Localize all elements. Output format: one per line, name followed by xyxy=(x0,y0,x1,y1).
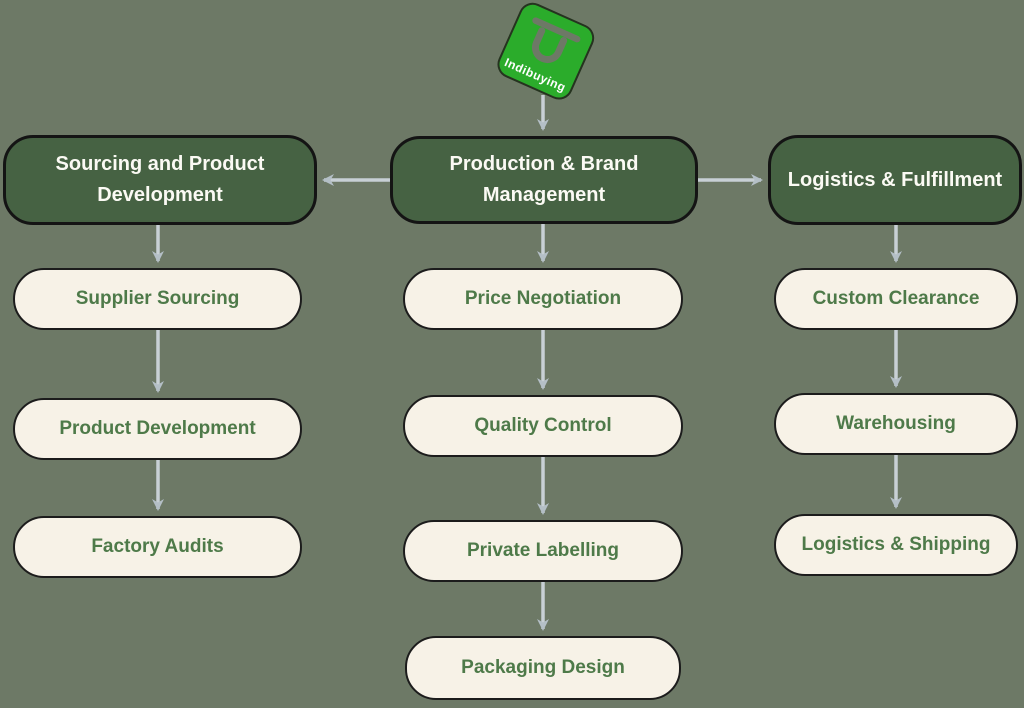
node-supplier-sourcing: Supplier Sourcing xyxy=(13,268,302,330)
header-logistics-fulfillment: Logistics & Fulfillment xyxy=(768,135,1022,225)
node-custom-clearance: Custom Clearance xyxy=(774,268,1018,330)
node-packaging-design: Packaging Design xyxy=(405,636,681,700)
node-price-negotiation: Price Negotiation xyxy=(403,268,683,330)
node-warehousing: Warehousing xyxy=(774,393,1018,455)
node-product-development: Product Development xyxy=(13,398,302,460)
header-production-brand-management: Production & Brand Management xyxy=(390,136,698,224)
node-logistics-shipping: Logistics & Shipping xyxy=(774,514,1018,576)
node-private-labelling: Private Labelling xyxy=(403,520,683,582)
brand-logo: Indibuying xyxy=(479,0,611,119)
header-sourcing-product-development: Sourcing and Product Development xyxy=(3,135,317,225)
node-factory-audits: Factory Audits xyxy=(13,516,302,578)
shopping-bag-icon: Indibuying xyxy=(497,2,595,100)
node-quality-control: Quality Control xyxy=(403,395,683,457)
